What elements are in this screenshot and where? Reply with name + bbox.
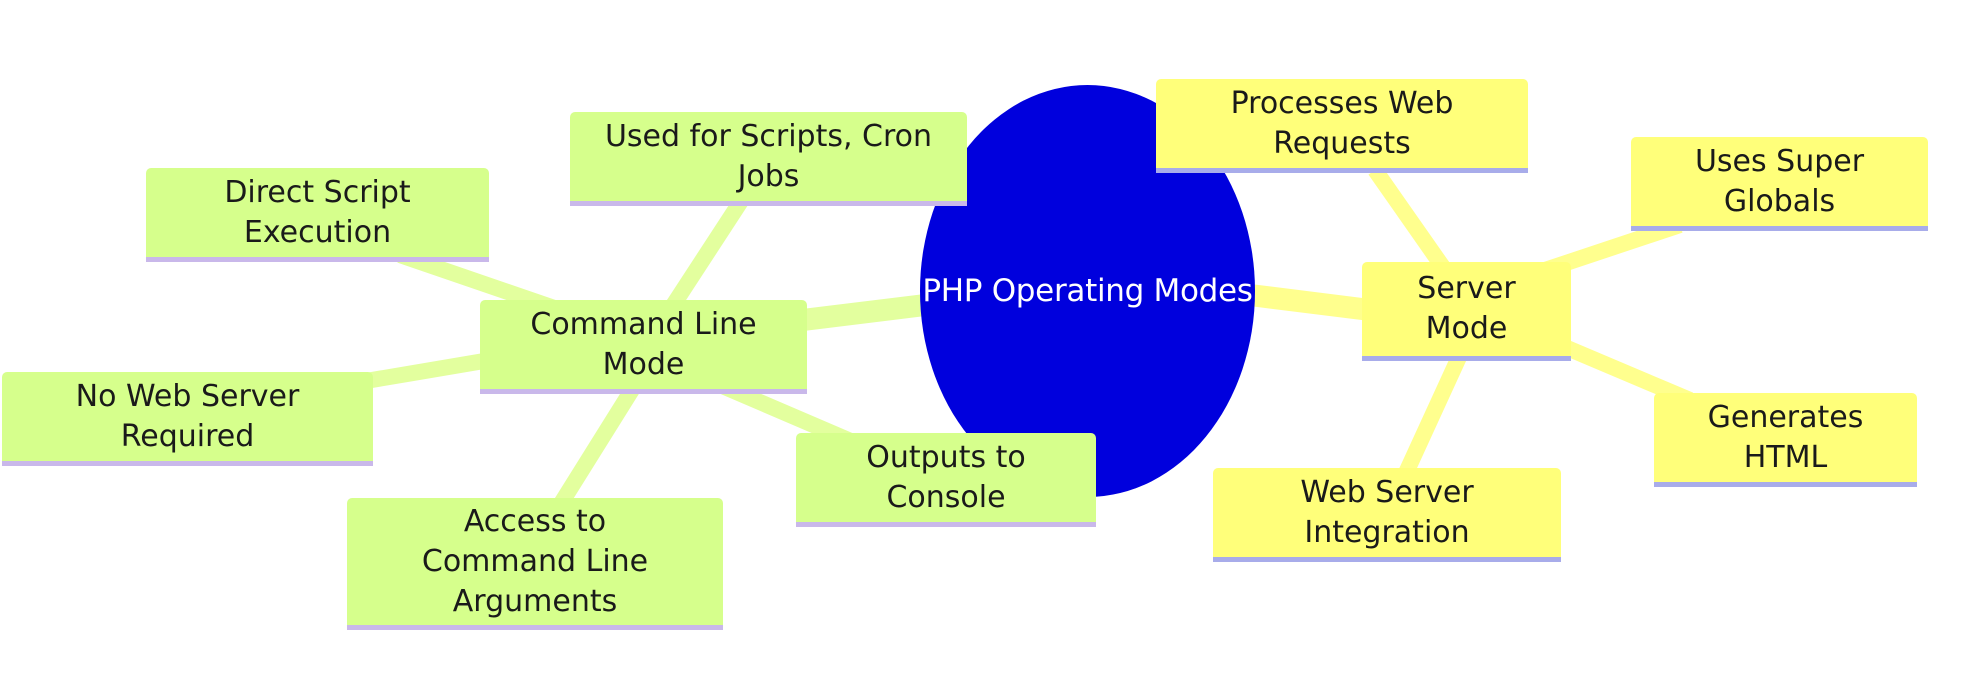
- node-outputs-to-console[interactable]: Outputs to Console: [796, 433, 1096, 527]
- node-access-command-line-args[interactable]: Access to Command Line Arguments: [347, 498, 723, 630]
- edge-command-line-no-web-server: [358, 352, 492, 390]
- node-generates-html-label: Generates HTML: [1707, 399, 1864, 475]
- node-command-line-mode[interactable]: Command Line Mode: [480, 300, 807, 394]
- root-label: PHP Operating Modes: [922, 273, 1253, 309]
- node-used-for-scripts[interactable]: Used for Scripts, Cron Jobs: [570, 112, 967, 206]
- node-processes-web-requests[interactable]: Processes Web Requests: [1156, 79, 1528, 173]
- edge-server-processes: [1368, 165, 1452, 275]
- node-no-web-server-required-label: No Web Server Required: [75, 378, 300, 454]
- node-access-command-line-args-label: Access to Command Line Arguments: [421, 503, 649, 619]
- edge-command-line-used-for-scripts: [663, 190, 752, 315]
- node-server-mode-label: Server Mode: [1417, 271, 1516, 346]
- node-server-mode[interactable]: Server Mode: [1362, 262, 1571, 361]
- node-generates-html[interactable]: Generates HTML: [1654, 393, 1917, 487]
- node-uses-super-globals-label: Uses Super Globals: [1694, 143, 1865, 219]
- node-no-web-server-required[interactable]: No Web Server Required: [2, 372, 373, 466]
- node-direct-script-execution[interactable]: Direct Script Execution: [146, 168, 489, 262]
- node-direct-script-execution-label: Direct Script Execution: [224, 174, 411, 250]
- node-web-server-integration[interactable]: Web Server Integration: [1213, 468, 1561, 562]
- edge-root-server: [1248, 284, 1372, 321]
- edge-command-line-access-args: [553, 380, 642, 510]
- node-command-line-mode-label: Command Line Mode: [530, 306, 757, 382]
- edge-server-web-integration: [1397, 351, 1468, 479]
- node-uses-super-globals[interactable]: Uses Super Globals: [1631, 137, 1928, 231]
- edge-server-generates-html: [1556, 337, 1694, 408]
- node-used-for-scripts-label: Used for Scripts, Cron Jobs: [604, 118, 933, 194]
- node-web-server-integration-label: Web Server Integration: [1300, 474, 1474, 550]
- node-outputs-to-console-label: Outputs to Console: [866, 439, 1026, 515]
- node-processes-web-requests-label: Processes Web Requests: [1230, 85, 1454, 161]
